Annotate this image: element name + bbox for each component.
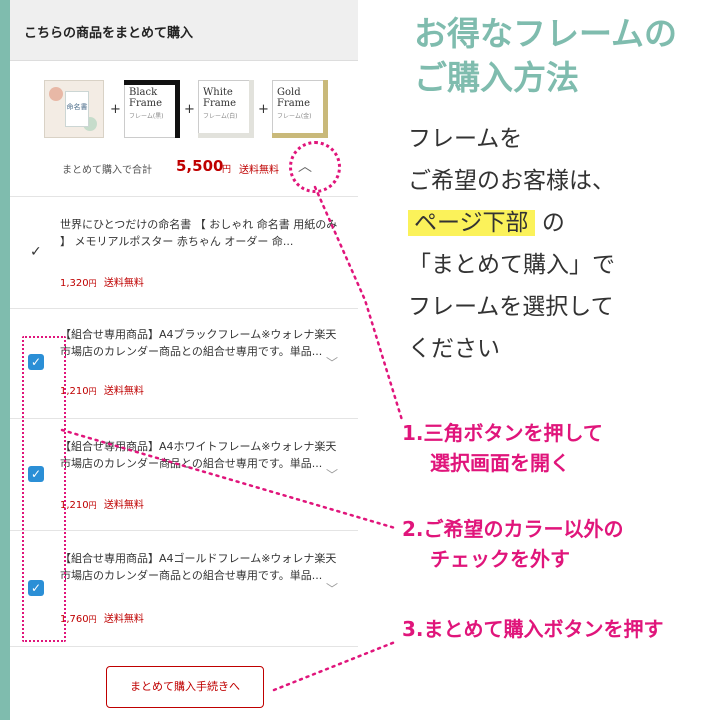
divider xyxy=(10,646,358,647)
frame-edge xyxy=(124,80,180,85)
poster-title: 命名書 xyxy=(66,103,88,111)
chevron-down-icon[interactable]: ﹀ xyxy=(326,356,339,370)
item-price-unit: 円 xyxy=(88,387,97,396)
poster-thumbnail: 命名書 xyxy=(44,80,104,138)
item-title[interactable]: 世界にひとつだけの命名書 【 おしゃれ 命名書 用紙のみ 】 メモリアルポスター… xyxy=(60,218,338,248)
frame-edge xyxy=(272,133,328,138)
item-price-line: 1,210円 送料無料 xyxy=(60,382,144,397)
annotation-lines xyxy=(60,185,404,692)
item-checkbox[interactable]: ✓ xyxy=(28,466,44,482)
frame-name: Black Frame xyxy=(129,87,163,109)
annotation-line-1 xyxy=(313,185,404,422)
annotation-line-3 xyxy=(272,640,397,692)
frame-name: Gold Frame xyxy=(277,87,311,109)
info-line-3: ページ下部 の xyxy=(408,202,615,244)
gold-frame-thumbnail: Gold Frame フレーム(金) xyxy=(272,80,328,138)
annotation-line-2 xyxy=(60,428,397,530)
item-price-line: 1,760円 送料無料 xyxy=(60,610,144,625)
list-item: ✓ 【組合せ専用商品】A4ゴールドフレーム※ウォレナ楽天市場店のカレンダー商品と… xyxy=(10,530,358,646)
frame-subtitle: フレーム(黒) xyxy=(129,113,164,120)
frame-edge xyxy=(323,80,328,138)
plus-sign: + xyxy=(184,102,195,117)
frame-name: White Frame xyxy=(203,87,237,109)
item-title[interactable]: 【組合せ専用商品】A4ゴールドフレーム※ウォレナ楽天市場店のカレンダー商品との組… xyxy=(60,552,337,582)
frame-edge xyxy=(249,80,254,138)
step-3: 3.まとめて購入ボタンを押す xyxy=(402,614,664,644)
info-line-3-rest: の xyxy=(541,210,565,236)
item-price: 1,210 xyxy=(60,500,89,511)
item-shipping: 送料無料 xyxy=(103,278,144,289)
item-checkbox[interactable]: ✓ xyxy=(28,580,44,596)
step-1-line-1: 1.三角ボタンを押して xyxy=(402,421,603,445)
step-2-line-1: 2.ご希望のカラー以外の xyxy=(402,517,624,541)
item-price-unit: 円 xyxy=(88,279,97,288)
frame-subtitle: フレーム(白) xyxy=(203,113,238,120)
list-item: ✓ 【組合せ専用商品】A4ブラックフレーム※ウォレナ楽天市場店のカレンダー商品と… xyxy=(10,308,358,418)
check-icon[interactable]: ✓ xyxy=(30,244,42,260)
check-icon: ✓ xyxy=(30,467,42,481)
item-checkbox[interactable]: ✓ xyxy=(28,354,44,370)
divider xyxy=(10,418,358,419)
white-frame-thumbnail: White Frame フレーム(白) xyxy=(198,80,254,138)
frame-edge xyxy=(198,133,254,138)
frame-edge xyxy=(175,80,180,138)
headline-line-2: ご購入方法 xyxy=(414,58,579,97)
total-label: まとめて購入で合計 xyxy=(62,165,152,176)
total-price: 5,500 xyxy=(176,157,224,175)
info-line-4: 「まとめて購入」で xyxy=(408,252,615,278)
panel-title: こちらの商品をまとめて購入 xyxy=(24,26,194,41)
page: こちらの商品をまとめて購入 命名書 + Black Frame フレーム(黒) … xyxy=(10,0,720,720)
list-item: ✓ 世界にひとつだけの命名書 【 おしゃれ 命名書 用紙のみ 】 メモリアルポス… xyxy=(10,196,358,308)
step-2: 2.ご希望のカラー以外の チェックを外す xyxy=(402,514,624,574)
step-1-line-2: 選択画面を開く xyxy=(430,451,570,475)
item-shipping: 送料無料 xyxy=(103,500,144,511)
info-line-6: ください xyxy=(408,336,500,362)
step-2-line-2: チェックを外す xyxy=(430,547,570,571)
plus-sign: + xyxy=(110,102,121,117)
item-shipping: 送料無料 xyxy=(103,614,144,625)
item-price-unit: 円 xyxy=(88,615,97,624)
item-price: 1,320 xyxy=(60,278,89,289)
item-price-line: 1,320円 送料無料 xyxy=(60,274,144,289)
total-unit: 円 xyxy=(222,165,232,175)
check-icon: ✓ xyxy=(30,355,42,369)
check-icon: ✓ xyxy=(30,581,42,595)
chevron-down-icon[interactable]: ﹀ xyxy=(326,582,339,596)
headline-line-1: お得なフレームの xyxy=(414,14,678,53)
bundle-purchase-panel: こちらの商品をまとめて購入 命名書 + Black Frame フレーム(黒) … xyxy=(10,0,360,720)
bundle-thumbnails: 命名書 + Black Frame フレーム(黒) + White Frame … xyxy=(44,80,334,140)
item-price: 1,760 xyxy=(60,614,89,625)
divider xyxy=(10,308,358,309)
step-3-line-1: 3.まとめて購入ボタンを押す xyxy=(402,617,664,641)
instruction-text: フレームを ご希望のお客様は、 ページ下部 の 「まとめて購入」で フレームを選… xyxy=(408,118,615,370)
headline: お得なフレームの ご購入方法 xyxy=(414,12,677,100)
floral-decoration xyxy=(49,87,63,101)
item-price: 1,210 xyxy=(60,386,89,397)
chevron-down-icon[interactable]: ﹀ xyxy=(326,468,339,482)
item-title[interactable]: 【組合せ専用商品】A4ブラックフレーム※ウォレナ楽天市場店のカレンダー商品との組… xyxy=(60,328,337,358)
frame-subtitle: フレーム(金) xyxy=(277,113,312,120)
poster-paper: 命名書 xyxy=(65,91,89,127)
plus-sign: + xyxy=(258,102,269,117)
divider xyxy=(10,196,358,197)
black-frame-thumbnail: Black Frame フレーム(黒) xyxy=(124,80,180,138)
info-line-5: フレームを選択して xyxy=(408,294,614,320)
highlight-text: ページ下部 xyxy=(408,210,535,236)
caret-highlight-circle xyxy=(289,141,341,193)
total-shipping: 送料無料 xyxy=(239,165,279,176)
step-1: 1.三角ボタンを押して 選択画面を開く xyxy=(402,418,603,478)
item-price-unit: 円 xyxy=(88,501,97,510)
item-price-line: 1,210円 送料無料 xyxy=(60,496,144,511)
info-line-2: ご希望のお客様は、 xyxy=(408,168,615,194)
divider xyxy=(10,530,358,531)
checkbox-highlight-box xyxy=(22,336,66,642)
item-shipping: 送料無料 xyxy=(103,386,144,397)
panel-header: こちらの商品をまとめて購入 xyxy=(10,0,358,61)
bundle-checkout-button[interactable]: まとめて購入手続きへ xyxy=(106,666,264,708)
info-line-1: フレームを xyxy=(408,126,523,152)
